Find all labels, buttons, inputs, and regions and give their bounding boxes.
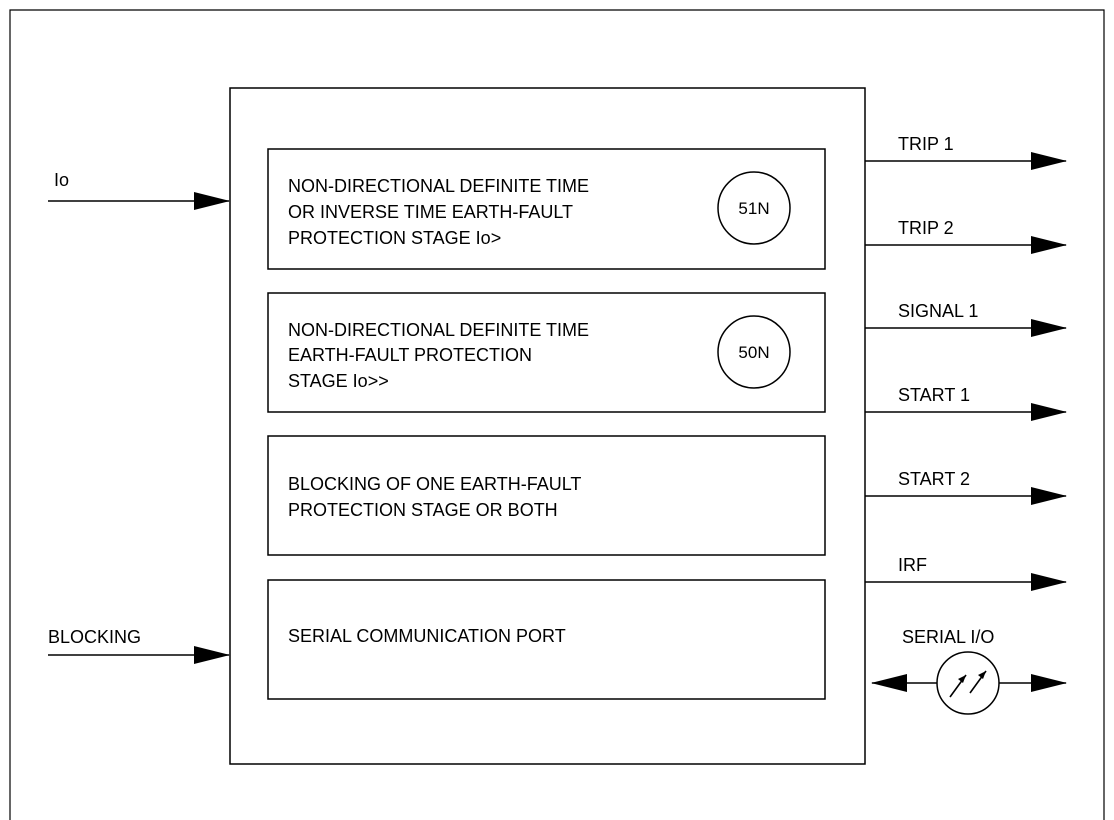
stage-50n-badge-circle xyxy=(717,315,791,389)
stage-51n-block: NON-DIRECTIONAL DEFINITE TIME OR INVERSE… xyxy=(267,148,826,270)
stage-50n-line-2: EARTH-FAULT PROTECTION xyxy=(288,345,532,365)
stage-51n-line-3: PROTECTION STAGE Io> xyxy=(288,228,501,248)
stage-51n-line-1: NON-DIRECTIONAL DEFINITE TIME xyxy=(288,176,589,196)
blocking-frame xyxy=(267,435,826,556)
blocking-line-2: PROTECTION STAGE OR BOTH xyxy=(288,500,558,520)
page-frame xyxy=(9,9,1105,820)
output-trip1: TRIP 1 xyxy=(865,134,1067,170)
input-io: Io xyxy=(48,170,230,210)
stage-50n-block: NON-DIRECTIONAL DEFINITE TIME EARTH-FAUL… xyxy=(267,292,826,413)
stage-50n-frame xyxy=(267,292,826,413)
stage-51n-code: 51N xyxy=(738,199,769,218)
output-signal1: SIGNAL 1 xyxy=(865,301,1067,337)
output-irf-label: IRF xyxy=(898,555,927,575)
stage-51n-line-2: OR INVERSE TIME EARTH-FAULT xyxy=(288,202,573,222)
serial-port-frame xyxy=(267,579,826,700)
input-io-label: Io xyxy=(54,170,69,190)
output-start2: START 2 xyxy=(865,469,1067,505)
serial-port-line-1: SERIAL COMMUNICATION PORT xyxy=(288,626,566,646)
stage-51n-badge-circle xyxy=(717,171,791,245)
output-start1: START 1 xyxy=(865,385,1067,421)
stage-50n-code: 50N xyxy=(738,343,769,362)
output-signal1-label: SIGNAL 1 xyxy=(898,301,978,321)
output-start2-label: START 2 xyxy=(898,469,970,489)
blocking-line-1: BLOCKING OF ONE EARTH-FAULT xyxy=(288,474,581,494)
serial-io-symbol-circle xyxy=(936,651,1000,715)
input-blocking-label: BLOCKING xyxy=(48,627,141,647)
relay-module-box xyxy=(229,87,866,765)
stage-50n-line-1: NON-DIRECTIONAL DEFINITE TIME xyxy=(288,320,589,340)
stage-50n-line-3: STAGE Io>> xyxy=(288,371,389,391)
serial-port-block: SERIAL COMMUNICATION PORT xyxy=(267,579,826,700)
input-blocking: BLOCKING xyxy=(48,627,230,664)
output-trip2: TRIP 2 xyxy=(865,218,1067,254)
serial-io-label: SERIAL I/O xyxy=(902,627,994,647)
stage-51n-frame xyxy=(267,148,826,270)
serial-io-connection: SERIAL I/O xyxy=(871,627,1067,715)
output-start1-label: START 1 xyxy=(898,385,970,405)
output-trip1-label: TRIP 1 xyxy=(898,134,954,154)
blocking-block: BLOCKING OF ONE EARTH-FAULT PROTECTION S… xyxy=(267,435,826,556)
output-trip2-label: TRIP 2 xyxy=(898,218,954,238)
fiber-optic-icon xyxy=(949,670,987,698)
output-irf: IRF xyxy=(865,555,1067,591)
